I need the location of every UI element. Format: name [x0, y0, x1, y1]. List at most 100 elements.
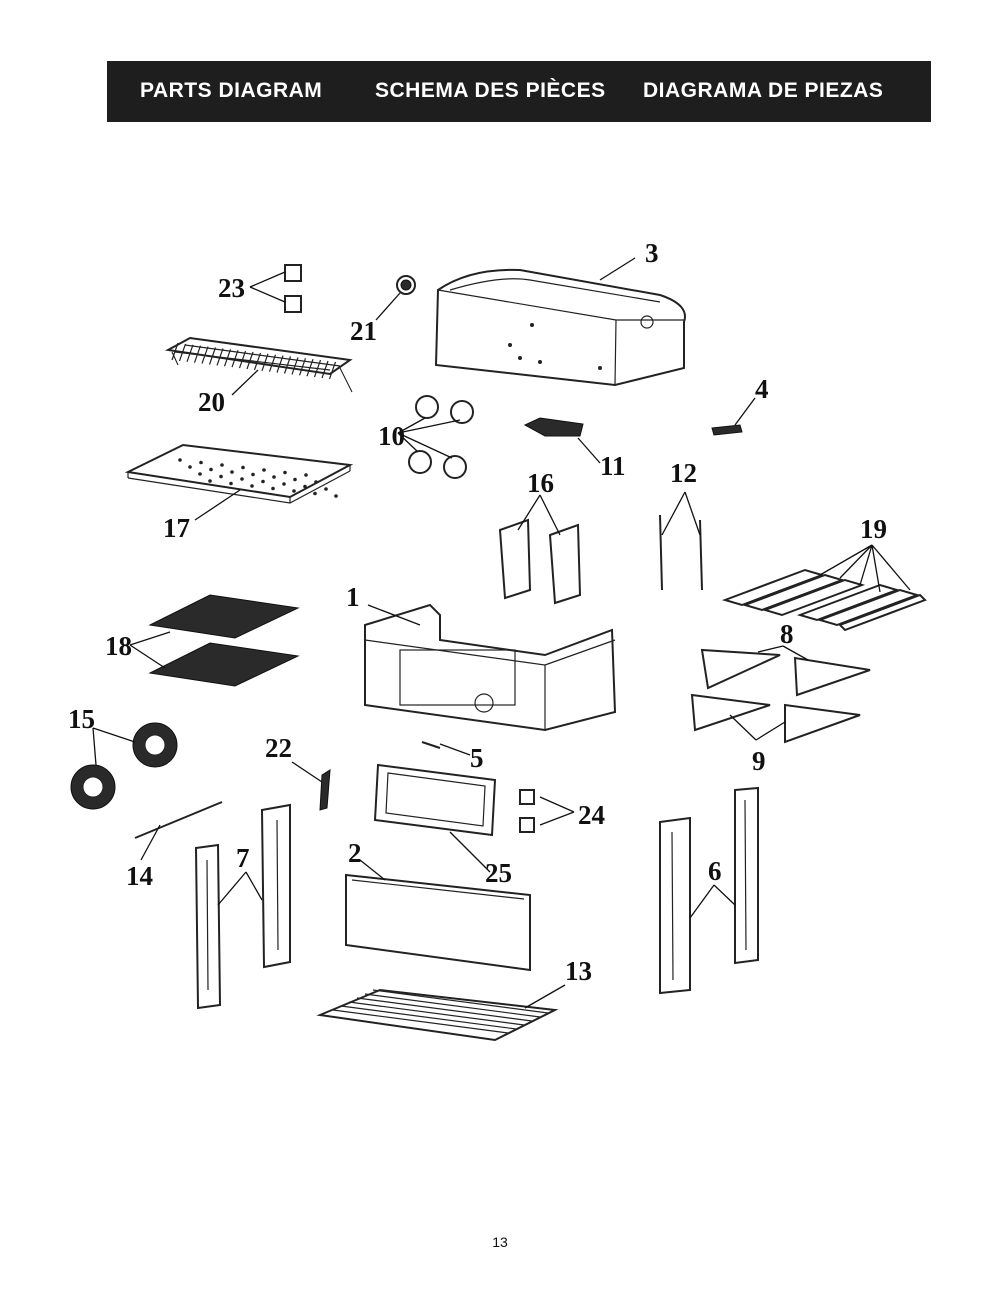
header-title-en: PARTS DIAGRAM — [140, 79, 323, 102]
rack-bar — [193, 345, 202, 363]
tray-hole — [241, 465, 245, 470]
rack-bar — [291, 357, 299, 375]
part-cooking-grids — [148, 594, 300, 687]
tray-hole — [313, 491, 317, 496]
part-wheels — [70, 722, 178, 810]
part-slats — [721, 568, 927, 632]
rack-bar — [238, 350, 247, 369]
rack-bar — [268, 354, 277, 372]
tray-hole — [240, 477, 244, 481]
rack-bar — [246, 351, 254, 370]
tray-hole — [209, 467, 213, 472]
part-ash-pan — [523, 417, 584, 437]
rack-bar — [372, 989, 549, 1014]
callout-19: 19 — [860, 514, 887, 544]
tray-hole — [199, 460, 203, 465]
part-rods — [659, 514, 703, 591]
rack-bar — [364, 993, 541, 1018]
tray-hole — [303, 484, 307, 489]
part-door-frame — [373, 763, 497, 837]
page-number: 13 — [492, 1234, 508, 1250]
tray-hole — [272, 475, 276, 479]
tray-hole — [230, 470, 234, 474]
tray-hole — [334, 494, 338, 498]
rack-bar — [171, 342, 179, 361]
callout-25: 25 — [485, 858, 512, 888]
tray-hole — [219, 474, 223, 479]
rack-bar — [340, 1005, 517, 1030]
rack-bar — [356, 997, 533, 1022]
callout-8: 8 — [780, 619, 794, 649]
callout-21: 21 — [350, 316, 377, 346]
tray-hole — [261, 479, 265, 484]
callout-1: 1 — [346, 582, 360, 612]
rack-bar — [276, 355, 284, 373]
part-firebox — [364, 603, 617, 732]
part-legs-right — [659, 786, 759, 995]
tray-hole — [208, 479, 212, 483]
rack-bar — [208, 347, 217, 365]
callout-13: 13 — [565, 956, 592, 986]
rack-bar — [261, 353, 269, 371]
callout-14: 14 — [126, 861, 153, 891]
tray-hole — [304, 473, 308, 477]
rack-bar — [313, 359, 322, 378]
part-side-brackets — [498, 518, 582, 605]
rack-bar — [306, 359, 314, 377]
rack-bar — [283, 356, 292, 374]
callout-23: 23 — [218, 273, 245, 303]
callout-9: 9 — [752, 746, 766, 776]
rack-bar — [223, 349, 232, 367]
tray-hole — [282, 482, 286, 486]
part-lid — [434, 268, 686, 387]
part-handle — [711, 424, 743, 436]
part-warming-rack — [164, 336, 353, 393]
tray-hole — [271, 486, 275, 491]
tray-hole — [293, 477, 297, 482]
callout-20: 20 — [198, 387, 225, 417]
tray-hole — [292, 489, 296, 493]
tray-hole — [178, 458, 182, 462]
callout-18: 18 — [105, 631, 132, 661]
tray-hole — [251, 472, 255, 477]
tray-hole — [198, 472, 202, 476]
callout-10: 10 — [378, 421, 405, 451]
part-clips-24 — [519, 789, 535, 833]
callout-numbers: 1 2 3 4 5 6 7 8 9 10 11 12 13 14 15 16 1… — [68, 238, 887, 986]
rack-bar — [186, 344, 194, 362]
leader-lines — [92, 257, 911, 1009]
rack-bar — [231, 350, 239, 368]
rack-bar — [253, 352, 262, 371]
part-damper — [421, 741, 441, 749]
callout-22: 22 — [265, 733, 292, 763]
rack-bar — [328, 361, 337, 380]
rack-bar — [201, 346, 209, 364]
part-bottom-shelf — [316, 988, 559, 1042]
callout-5: 5 — [470, 743, 484, 773]
tray-hole — [262, 468, 266, 472]
part-igniter — [319, 769, 331, 811]
tray-hole — [220, 463, 224, 467]
header-title-es: DIAGRAMA DE PIEZAS — [643, 79, 884, 102]
part-front-panel — [345, 873, 531, 972]
part-brackets-23 — [284, 264, 302, 313]
rack-bar — [332, 1009, 509, 1034]
callout-7: 7 — [236, 843, 250, 873]
tray-hole — [324, 487, 328, 491]
callout-16: 16 — [527, 468, 554, 498]
part-triangles — [690, 648, 871, 744]
header-title-fr: SCHEMA DES PIÈCES — [375, 79, 606, 102]
part-legs-left — [194, 803, 291, 1010]
tray-hole — [283, 470, 287, 475]
callout-12: 12 — [670, 458, 697, 488]
part-axle — [134, 801, 223, 839]
callout-4: 4 — [755, 374, 769, 404]
rack-bar — [348, 1001, 525, 1026]
callout-17: 17 — [163, 513, 190, 543]
rack-bar — [298, 358, 307, 376]
callout-15: 15 — [68, 704, 95, 734]
callout-3: 3 — [645, 238, 659, 268]
callout-2: 2 — [348, 838, 362, 868]
callout-24: 24 — [578, 800, 605, 830]
